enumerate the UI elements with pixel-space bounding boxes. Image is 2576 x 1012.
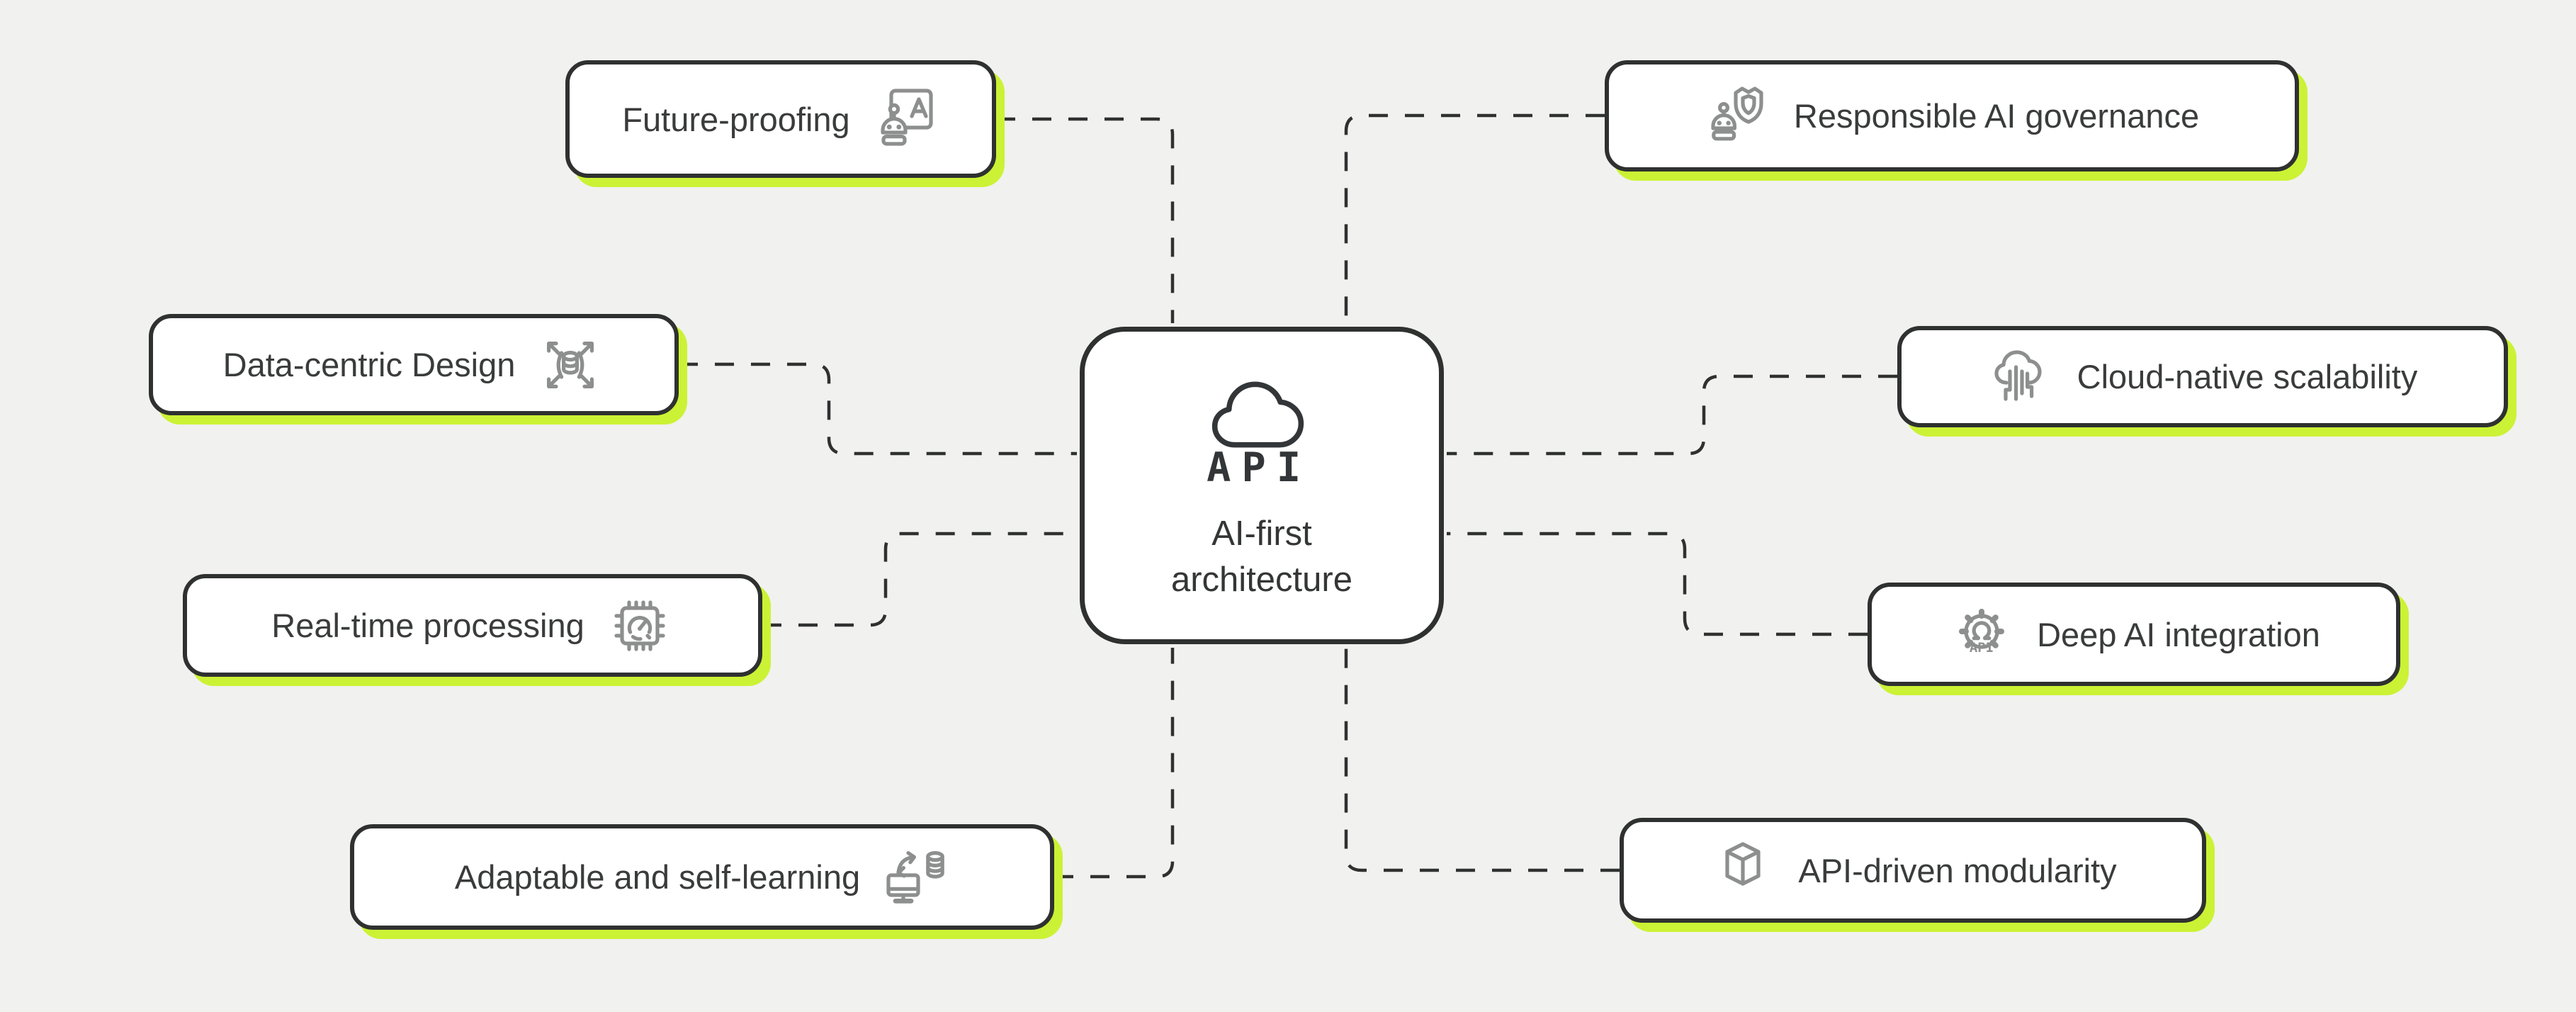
- db-expand-icon: [536, 331, 604, 399]
- connector-api-driven-modularity: [1344, 648, 1620, 872]
- connector-real-time-processing: [762, 532, 1077, 627]
- api-cloud-icon: [1197, 368, 1326, 487]
- feature-node-label: Future-proofing: [622, 100, 850, 138]
- connector-future-proofing: [996, 117, 1175, 323]
- connector-deep-ai-integration: [1447, 532, 1868, 636]
- feature-node-label: Data-centric Design: [222, 346, 516, 383]
- connector-responsible-ai-governance: [1344, 113, 1605, 323]
- node-cloud-native-scalability: Cloud-native scalability: [1897, 326, 2508, 427]
- node-deep-ai-integration: Deep AI integration: [1868, 583, 2400, 686]
- central-node-label: AI-first architecture: [1170, 515, 1352, 599]
- central-node: AI-first architecture: [1080, 327, 1444, 644]
- node-responsible-ai-governance: Responsible AI governance: [1605, 60, 2299, 172]
- feature-node-label: Cloud-native scalability: [2077, 358, 2418, 395]
- feature-node-label: Adaptable and self-learning: [454, 858, 861, 896]
- feature-node-label: Real-time processing: [271, 607, 584, 644]
- gear-api-icon: [1948, 600, 2016, 668]
- node-data-centric-design: Data-centric Design: [149, 314, 679, 415]
- robot-board-icon: [871, 85, 939, 153]
- cube-icon: [1709, 836, 1777, 904]
- node-real-time-processing: Real-time processing: [183, 574, 762, 677]
- connector-data-centric-design: [679, 362, 1077, 456]
- sync-db-icon: [881, 843, 949, 911]
- robot-shield-icon: [1705, 82, 1773, 150]
- connector-cloud-native-scalability: [1447, 374, 1897, 456]
- feature-node-label: Deep AI integration: [2037, 615, 2320, 653]
- feature-node-label: Responsible AI governance: [1793, 97, 2200, 135]
- connector-adaptable-self-learning: [1054, 648, 1175, 879]
- chip-gauge-icon: [606, 592, 674, 660]
- cloud-circuit-icon: [1988, 343, 2056, 411]
- feature-node-label: API-driven modularity: [1798, 851, 2117, 889]
- node-future-proofing: Future-proofing: [565, 60, 996, 178]
- node-adaptable-self-learning: Adaptable and self-learning: [350, 824, 1054, 930]
- node-api-driven-modularity: API-driven modularity: [1620, 818, 2206, 923]
